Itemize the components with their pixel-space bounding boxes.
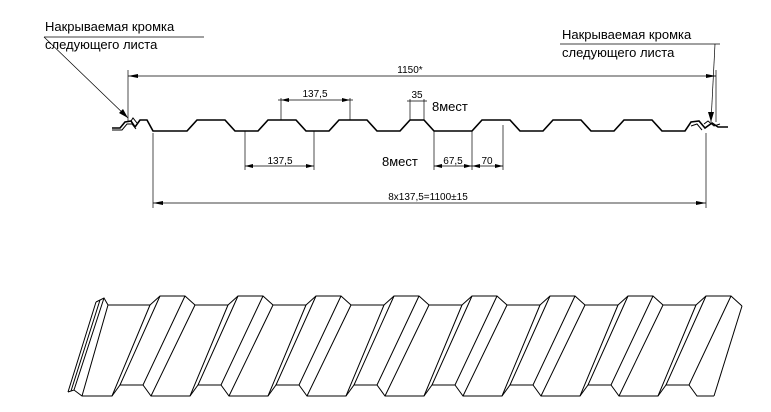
callouts xyxy=(43,36,720,123)
perspective-left-edge xyxy=(67,297,109,397)
labels: Накрываемая кромка следующего листа Накр… xyxy=(45,19,692,203)
perspective-rib-lines xyxy=(111,295,732,397)
perspective-top-edge xyxy=(95,295,743,307)
left-callout-leader xyxy=(43,36,129,119)
rib-top-value: 35 xyxy=(411,90,423,101)
left-callout-arrow xyxy=(119,109,128,118)
places-bottom-label: 8мест xyxy=(382,154,418,169)
working-width-value: 8x137,5=1100±15 xyxy=(388,192,468,203)
right-edge-label-line1: Накрываемая кромка xyxy=(562,27,692,42)
right-lap-edge xyxy=(690,120,721,131)
overall-width-value: 1150* xyxy=(397,65,423,76)
trough-width-value: 67,5 xyxy=(443,156,463,167)
sheet-perspective-view xyxy=(67,295,743,397)
perspective-bottom-edge xyxy=(67,384,714,397)
pitch-bottom-value: 137,5 xyxy=(267,156,292,167)
rib-width-value: 70 xyxy=(481,156,493,167)
places-top-label: 8мест xyxy=(432,99,468,114)
right-edge-label-line2: следующего листа xyxy=(562,45,675,60)
left-edge-label-line2: следующего листа xyxy=(45,37,158,52)
left-lap-edge xyxy=(112,117,138,131)
profile-line xyxy=(112,119,728,132)
right-callout-arrow xyxy=(708,112,714,122)
left-edge-label-line1: Накрываемая кромка xyxy=(45,19,175,34)
pitch-top-value: 137,5 xyxy=(302,89,327,100)
dimensions xyxy=(127,70,717,208)
perspective-right-edge xyxy=(713,305,743,397)
right-callout-leader xyxy=(710,43,716,123)
sheet-cross-section xyxy=(112,117,728,132)
